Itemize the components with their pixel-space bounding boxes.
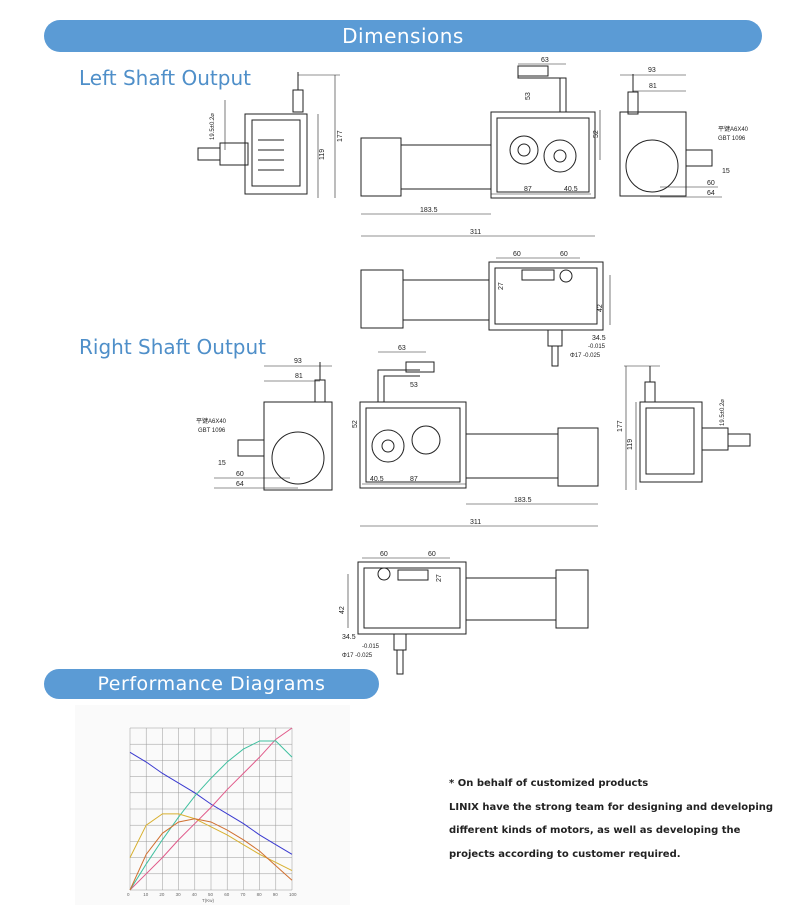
gbt-label-right: GBT 1096 [198,428,226,434]
dim-27-right: 27 [436,574,443,582]
custom-note: * On behalf of customized products LINIX… [449,772,789,866]
dim-177-right: 177 [617,420,624,432]
dim-183-5-left: 183.5 [420,207,438,214]
tol2-left: Φ17 -0.025 [570,353,601,359]
left-shaft-heading: Left Shaft Output [79,66,251,90]
note-line-3: different kinds of motors, as well as de… [449,825,741,836]
dim-64-right: 64 [236,481,244,488]
chart-x-ticks: 0 10 20 30 40 50 60 70 80 90 100 [127,892,297,897]
left-top-view [360,257,611,367]
note-line-4: projects according to customer required. [449,848,681,860]
dim-119-left: 119 [319,149,326,160]
tol1-left: -0.015 [588,344,606,350]
dim-93-right: 93 [294,358,302,365]
dim-93-left: 93 [648,67,656,74]
dim-52-right: 52 [352,420,359,428]
performance-heading: Performance Diagrams [97,673,326,695]
x-tick-label: 70 [240,892,246,897]
dim-19-5-right: 19.5±0.2⌀ [720,399,726,426]
dim-42-left: 42 [597,304,604,312]
dim-81-right: 81 [295,373,303,380]
note-line-1: * On behalf of customized products [449,778,649,789]
tol1-right: -0.015 [362,644,380,650]
series-line [129,740,293,891]
dim-15-left: 15 [722,168,730,175]
x-tick-label: 50 [208,892,214,897]
performance-banner: Performance Diagrams [44,669,379,699]
x-tick-label: 30 [176,892,182,897]
dim-53-left: 53 [525,92,532,100]
x-tick-label: 0 [127,892,130,897]
dim-81-left: 81 [649,83,657,90]
key-label-right: 平键A6X40 [196,417,227,425]
series-line [129,813,293,872]
x-tick-label: 100 [289,892,297,897]
key-label-left: 平键A6X40 [718,125,749,133]
dim-119-right: 119 [627,439,634,450]
dim-60b-left-top: 60 [560,251,568,258]
left-front-view [360,63,601,237]
dim-40-5-left: 40.5 [564,186,578,193]
left-end-view [619,74,722,198]
dim-42-right: 42 [339,606,346,614]
dim-27-left: 27 [498,282,505,290]
note-line-2: LINIX have the strong team for designing… [449,801,774,813]
x-tick-label: 80 [257,892,263,897]
dim-63-right: 63 [398,345,406,352]
dim-40-5-right: 40.5 [370,476,384,483]
dim-60-right: 60 [236,471,244,478]
chart-xlabel: T(Kw) [202,898,214,903]
x-tick-label: 40 [192,892,198,897]
x-tick-label: 60 [224,892,230,897]
dim-15-right: 15 [218,460,226,467]
dim-53-right: 53 [410,382,418,389]
dim-87-left: 87 [524,186,532,193]
dim-60b-right-top: 60 [428,551,436,558]
x-tick-label: 20 [159,892,165,897]
dim-52-left: 52 [593,130,600,138]
series-line [129,751,293,855]
chart-series [129,727,293,891]
x-tick-label: 90 [273,892,279,897]
dimensions-banner: Dimensions [44,20,762,52]
dim-60-left: 60 [707,180,715,187]
right-top-view [347,557,589,675]
dim-87-right: 87 [410,476,418,483]
dim-19-5-left: 19.5±0.2⌀ [210,113,216,140]
series-line [129,727,293,891]
dim-311-left: 311 [470,229,481,236]
dim-183-5-right: 183.5 [514,497,532,504]
chart-grid [129,727,293,891]
dim-64-left: 64 [707,190,715,197]
dim-60a-left-top: 60 [513,251,521,258]
right-front-view [359,351,599,527]
dim-63-left: 63 [541,57,549,64]
right-end-view [214,362,333,491]
gbt-label-left: GBT 1096 [718,136,746,142]
dim-34-5-right: 34.5 [342,634,356,641]
dim-34-5-left: 34.5 [592,335,606,342]
dim-60a-right-top: 60 [380,551,388,558]
left-side-view [197,72,340,198]
tol2-right: Φ17 -0.025 [342,653,373,659]
dim-311-right: 311 [470,519,481,526]
x-tick-label: 10 [143,892,149,897]
right-shaft-heading: Right Shaft Output [79,335,267,359]
dim-177-left: 177 [337,130,344,142]
right-side-view [624,365,751,490]
series-line [129,818,293,891]
dimensions-heading: Dimensions [342,24,464,48]
